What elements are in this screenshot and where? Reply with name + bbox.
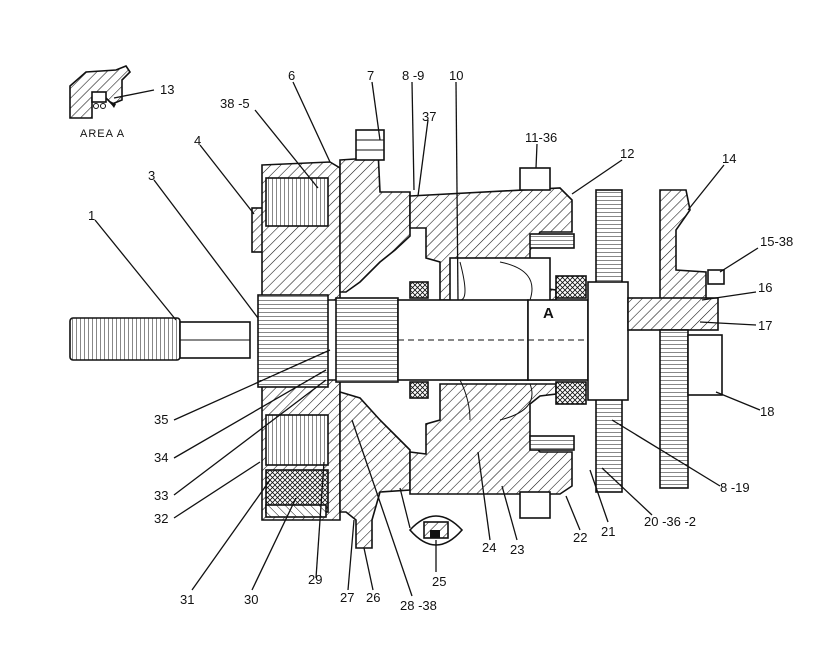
callout-22: 22 bbox=[573, 530, 587, 545]
callout-8-19: 8 -19 bbox=[720, 480, 750, 495]
callout-17: 17 bbox=[758, 318, 772, 333]
callout-34: 34 bbox=[154, 450, 168, 465]
callout-23: 23 bbox=[510, 542, 524, 557]
callout-13: 13 bbox=[160, 82, 174, 97]
callout-3: 3 bbox=[148, 168, 155, 183]
bearings bbox=[409, 275, 587, 405]
detail-callout-a: A bbox=[543, 305, 554, 322]
callout-7: 7 bbox=[367, 68, 374, 83]
callout-1: 1 bbox=[88, 208, 95, 223]
planetary-housing bbox=[251, 161, 341, 521]
callout-10: 10 bbox=[449, 68, 463, 83]
large-gear bbox=[587, 189, 629, 493]
output-gear-assembly bbox=[627, 189, 725, 489]
callout-27: 27 bbox=[340, 590, 354, 605]
callout-16: 16 bbox=[758, 280, 772, 295]
callout-18: 18 bbox=[760, 404, 774, 419]
input-shaft bbox=[69, 317, 251, 361]
callout-6: 6 bbox=[288, 68, 295, 83]
leader-lines bbox=[94, 81, 761, 597]
output-shaft bbox=[397, 299, 589, 381]
callout-20-36-2: 20 -36 -2 bbox=[644, 514, 696, 529]
callout-8-9: 8 -9 bbox=[402, 68, 424, 83]
callout-31: 31 bbox=[180, 592, 194, 607]
central-flange bbox=[339, 129, 411, 549]
callout-4: 4 bbox=[194, 133, 201, 148]
bolts bbox=[519, 167, 575, 519]
callout-32: 32 bbox=[154, 511, 168, 526]
callout-14: 14 bbox=[722, 151, 736, 166]
callout-15-38: 15-38 bbox=[760, 234, 793, 249]
callout-33: 33 bbox=[154, 488, 168, 503]
seal-detail bbox=[408, 515, 464, 546]
area-a-caption: AREA A bbox=[80, 128, 125, 140]
callout-30: 30 bbox=[244, 592, 258, 607]
area-a-detail bbox=[69, 65, 132, 119]
callout-35: 35 bbox=[154, 412, 168, 427]
callout-24: 24 bbox=[482, 540, 496, 555]
callout-29: 29 bbox=[308, 572, 322, 587]
callout-25: 25 bbox=[432, 574, 446, 589]
sun-gear bbox=[257, 294, 399, 388]
callout-12: 12 bbox=[620, 146, 634, 161]
callout-21: 21 bbox=[601, 524, 615, 539]
callout-11-36: 11-36 bbox=[525, 130, 557, 145]
callout-37: 37 bbox=[422, 109, 436, 124]
callout-26: 26 bbox=[366, 590, 380, 605]
callout-28-38: 28 -38 bbox=[400, 598, 437, 613]
callout-38-5: 38 -5 bbox=[220, 96, 250, 111]
